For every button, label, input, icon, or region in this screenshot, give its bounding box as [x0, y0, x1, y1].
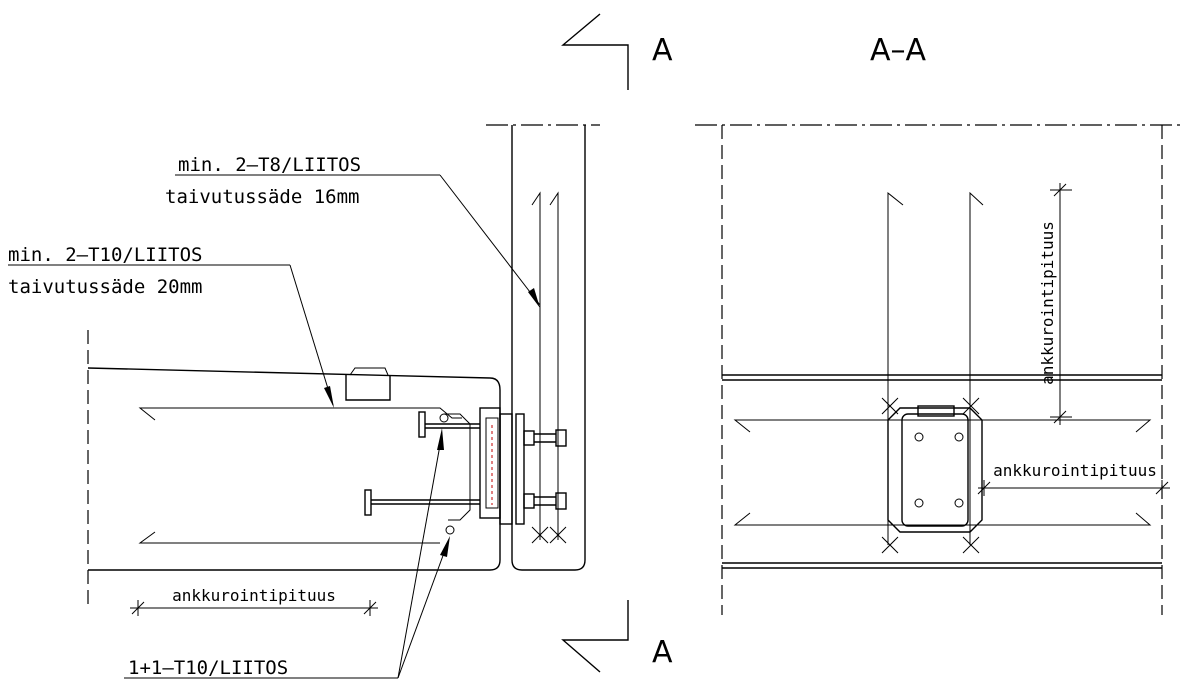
section-letter-top: A	[652, 33, 673, 68]
callout-leader-t10	[8, 264, 334, 408]
beam-left-view	[87, 330, 501, 610]
view-title: A–A	[870, 33, 927, 68]
section-view-plate	[887, 405, 983, 533]
callout-t8-line1: min. 2–T8/LIITOS	[178, 154, 361, 176]
section-letter-bottom: A	[652, 635, 673, 670]
right-horizontal-anchorage-label: ankkurointipituus	[993, 461, 1157, 480]
callout-t8-line2: taivutussäde 16mm	[165, 186, 359, 208]
section-mark-bottom	[561, 600, 629, 673]
right-horizontal-anchorage-dimension	[977, 480, 1170, 496]
bolt-connection	[499, 413, 567, 525]
callout-t10-line2: taivutussäde 20mm	[8, 276, 202, 298]
right-vertical-anchorage-dimension	[1050, 183, 1072, 425]
section-mark-top	[561, 13, 629, 90]
callout-bottom-label: 1+1–T10/LIITOS	[128, 657, 288, 679]
left-anchorage-dimension	[130, 600, 378, 616]
callout-leader-bottom	[124, 428, 450, 679]
right-vertical-anchorage-label: ankkurointipituus	[1038, 221, 1057, 385]
callout-leader-t8	[175, 174, 541, 308]
section-view-outline	[695, 124, 1180, 615]
column-left-view	[486, 124, 600, 571]
left-anchorage-label: ankkurointipituus	[172, 586, 336, 605]
callout-t10-line1: min. 2–T10/LIITOS	[8, 244, 202, 266]
